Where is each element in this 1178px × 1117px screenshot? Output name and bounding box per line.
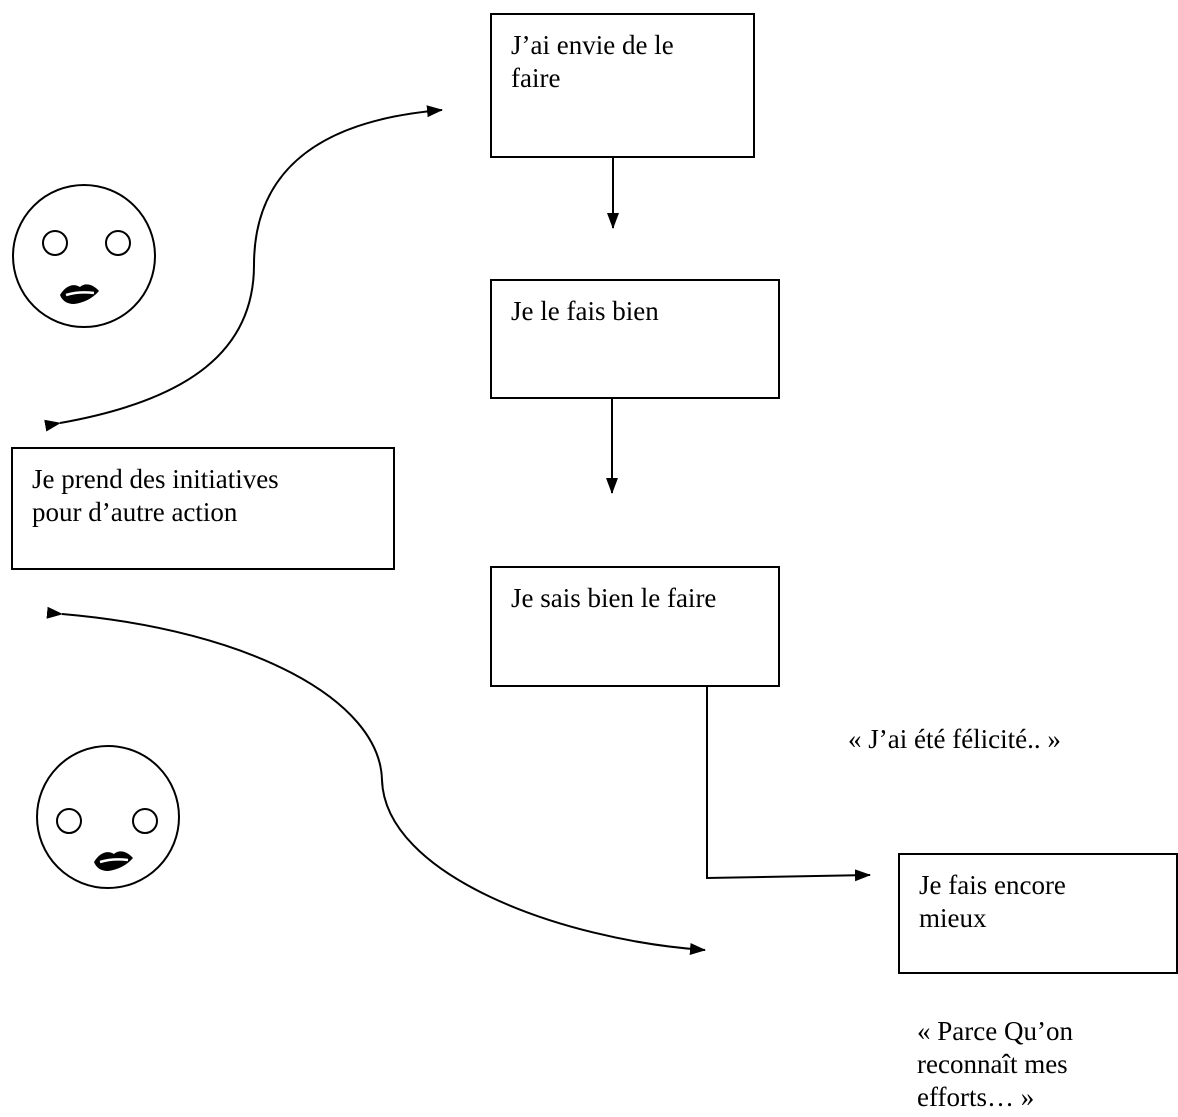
box-want-to-do-it: J’ai envie de le faire	[490, 13, 755, 158]
left-eye	[42, 230, 68, 256]
box-take-initiatives: Je prend des initiatives pour d’autre ac…	[11, 447, 395, 570]
box-do-it-well-label: Je le fais bien	[511, 296, 659, 326]
curve-arrow-initiatives-even-better	[46, 606, 706, 955]
left-eye	[56, 808, 82, 834]
face-outline	[12, 184, 156, 328]
box-know-how-label: Je sais bien le faire	[511, 583, 717, 613]
right-eye	[132, 808, 158, 834]
box-do-it-well: Je le fais bien	[490, 279, 780, 399]
right-eye	[105, 230, 131, 256]
box-do-even-better: Je fais encore mieux	[898, 853, 1178, 974]
lips	[94, 851, 133, 871]
arrow-know-well-to-even-better	[706, 686, 871, 882]
box-do-even-better-label: Je fais encore mieux	[919, 870, 1066, 933]
note-because-efforts: « Parce Qu’on reconnaît mes efforts… »	[917, 1016, 1073, 1112]
note-congratulated: « J’ai été félicité.. »	[848, 724, 1061, 754]
curve-arrow-initiatives-want	[44, 105, 443, 432]
lips	[60, 284, 99, 304]
box-take-initiatives-label: Je prend des initiatives pour d’autre ac…	[32, 464, 279, 527]
box-want-to-do-it-label: J’ai envie de le faire	[511, 30, 674, 93]
box-know-how-to-do-it-well: Je sais bien le faire	[490, 566, 780, 687]
smiley-face-icon	[36, 745, 180, 889]
smiley-face-icon	[12, 184, 156, 328]
face-outline	[36, 745, 180, 889]
